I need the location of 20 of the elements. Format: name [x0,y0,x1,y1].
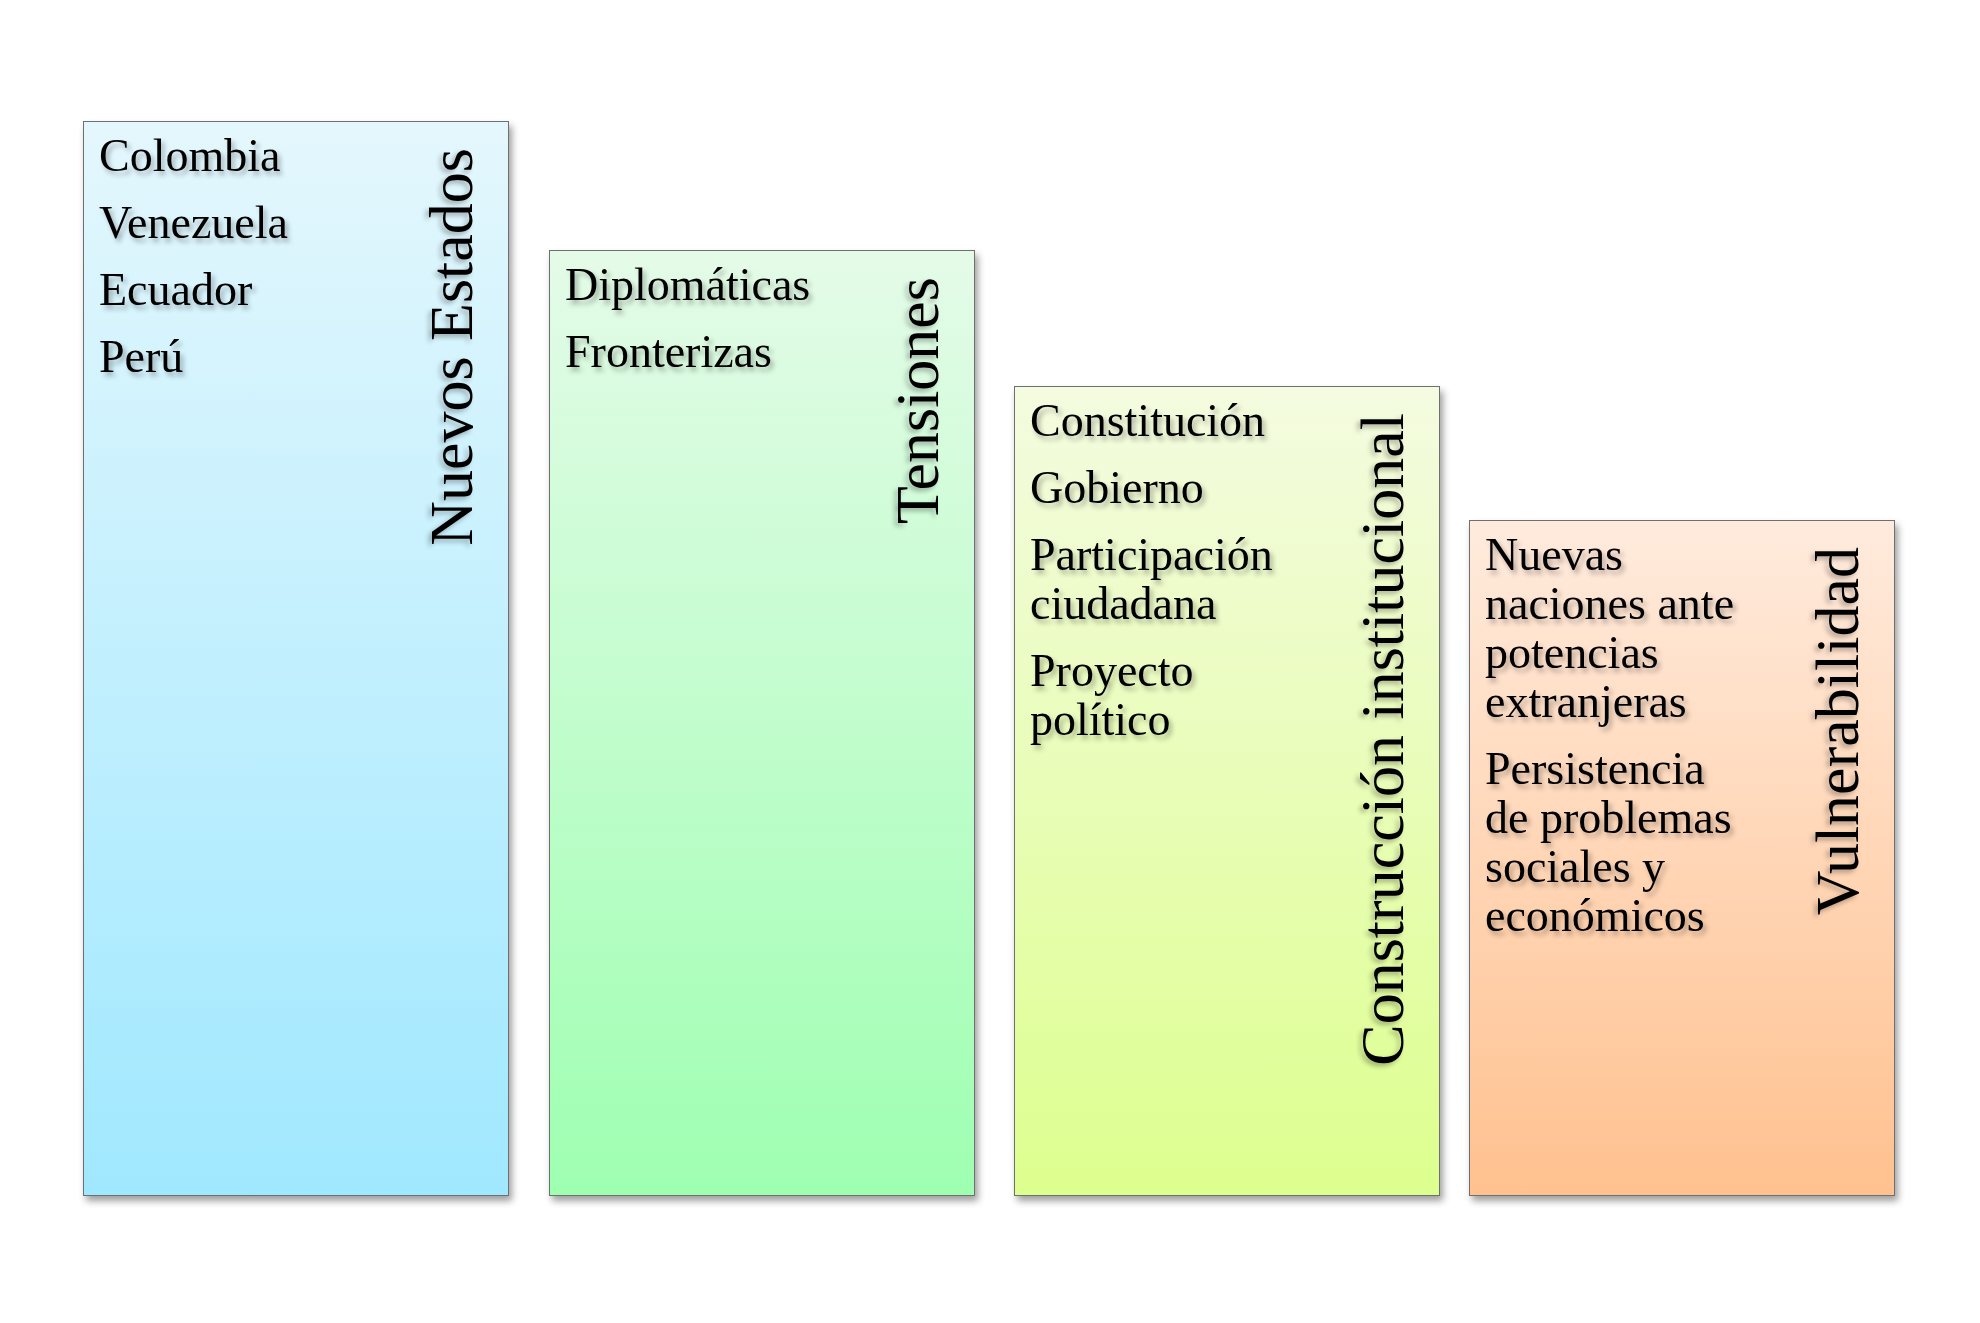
list-item: Colombia [99,131,282,180]
list-item: Constitución [1030,396,1267,445]
list-item: Nuevas naciones ante potencias extranjeras [1485,530,1736,726]
list-item: Proyecto político [1030,646,1195,744]
list-item: Ecuador [99,265,254,314]
list-item: Diplomáticas [565,260,812,309]
category-column [1469,520,1895,1196]
category-column [1014,386,1440,1196]
list-item: Perú [99,332,185,381]
list-item: Gobierno [1030,463,1205,512]
category-column [549,250,975,1196]
column-heading: Construcción institucional [1347,413,1417,1066]
column-heading: Vulnerabilidad [1802,547,1872,916]
list-item: Fronterizas [565,327,773,376]
list-item: Venezuela [99,198,289,247]
column-heading: Nuevos Estados [416,148,486,546]
list-item: Participación ciudadana [1030,530,1274,628]
list-item: Persistencia de problemas sociales y económicos [1485,744,1733,940]
column-heading: Tensiones [882,277,952,525]
category-column [83,121,509,1196]
